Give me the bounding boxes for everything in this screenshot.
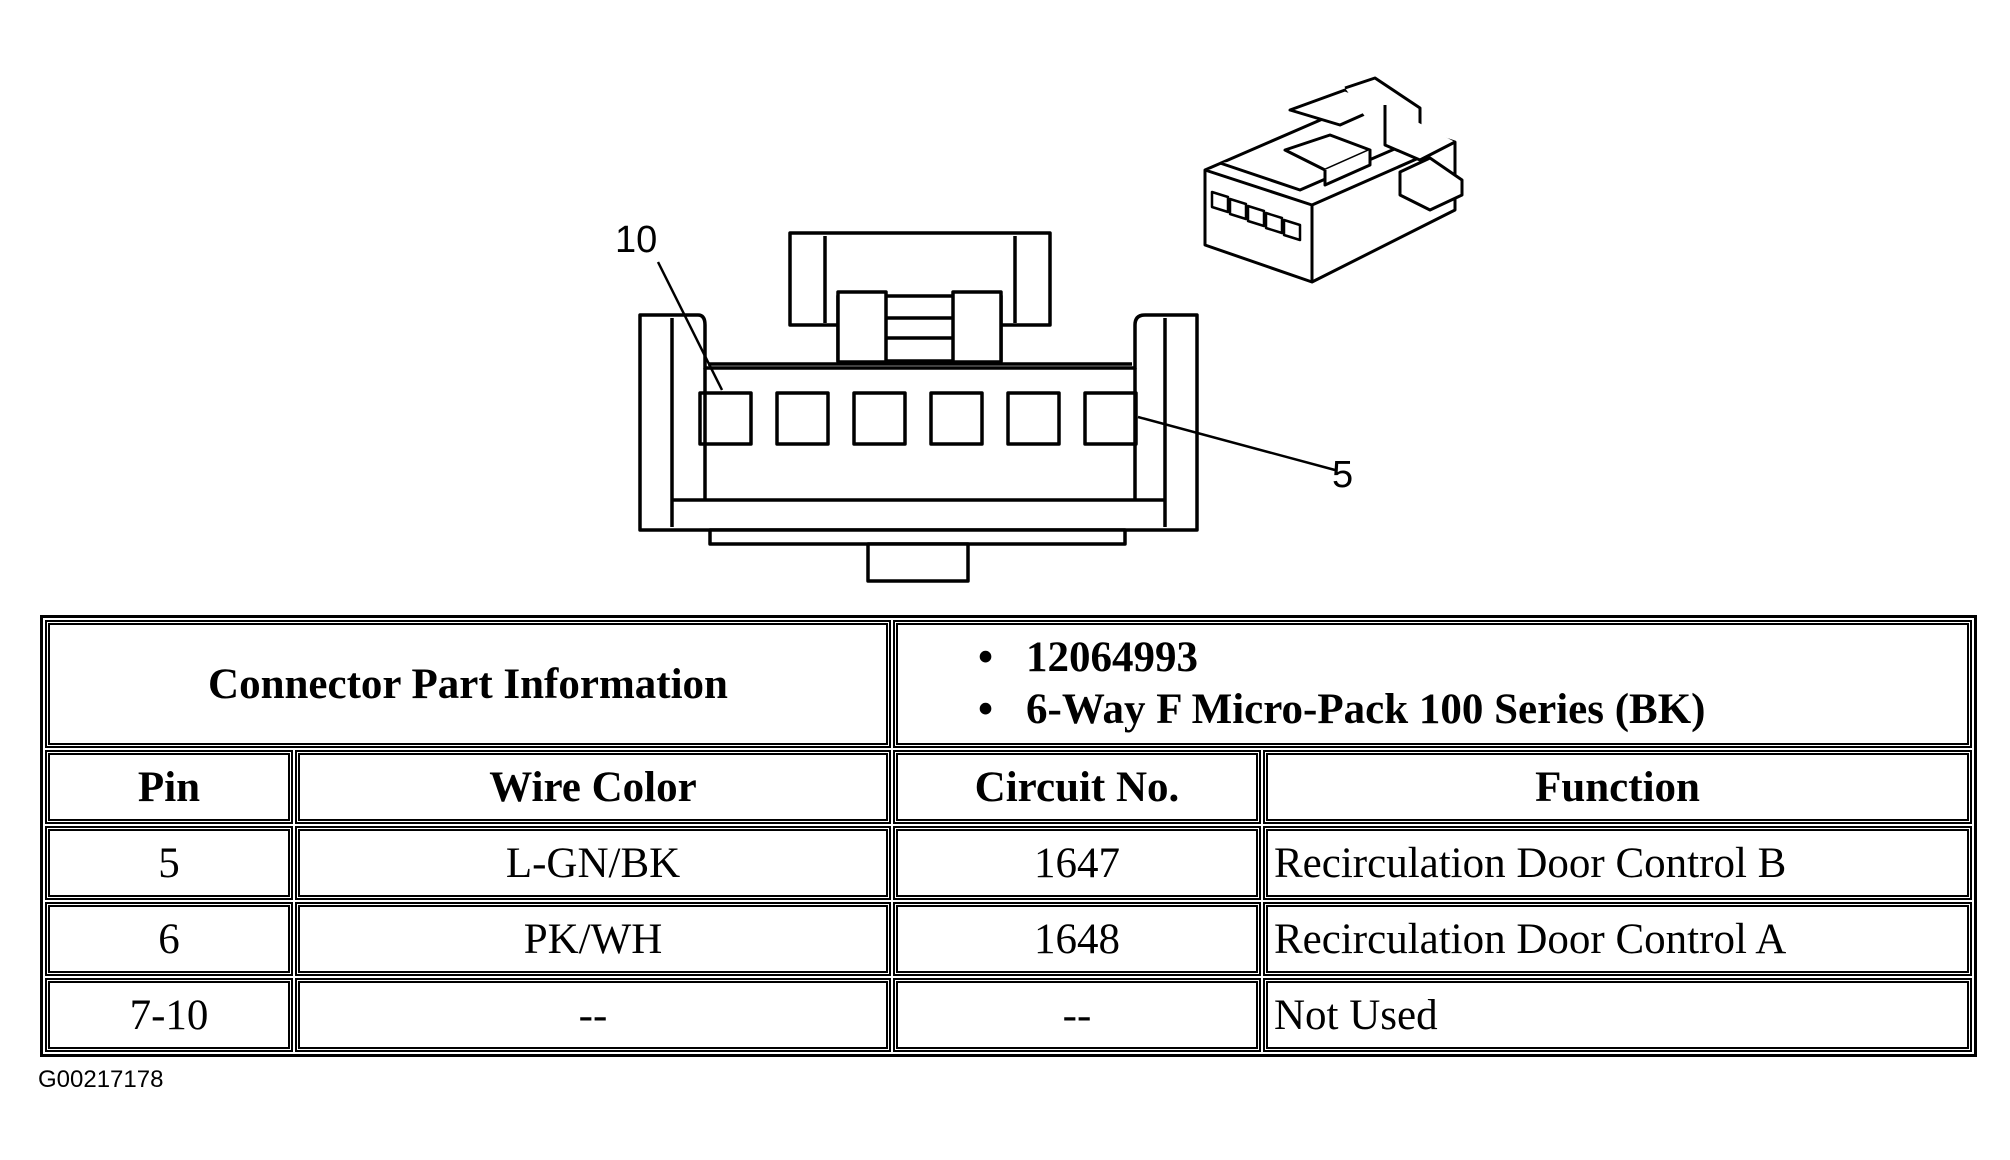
- callout-pin-5: 5: [1332, 454, 1353, 496]
- circuit-cell: --: [896, 981, 1258, 1049]
- figure-code: G00217178: [38, 1066, 164, 1093]
- connector-table-frame: Connector Part Information •12064993 •6-…: [40, 615, 1977, 1057]
- pin-cell: 5: [48, 829, 290, 898]
- function-cell: Not Used: [1266, 981, 1969, 1049]
- connector-diagram: 10 5: [615, 76, 1464, 583]
- leader-line-5: [1137, 415, 1336, 472]
- table-row: 5 L-GN/BK 1647 Recirculation Door Contro…: [48, 829, 1969, 898]
- part-info-values: •12064993 •6-Way F Micro-Pack 100 Series…: [896, 623, 1969, 746]
- function-cell: Recirculation Door Control A: [1266, 905, 1969, 974]
- connector-description: •6-Way F Micro-Pack 100 Series (BK): [978, 686, 1706, 734]
- pin-cavities: [698, 391, 1138, 446]
- connector-table: Connector Part Information •12064993 •6-…: [40, 615, 1977, 1057]
- col-header-wire-color: Wire Color: [298, 753, 888, 822]
- part-info-label: Connector Part Information: [48, 623, 888, 746]
- pin-cavity-8: [852, 391, 907, 446]
- pin-cell: 7-10: [48, 981, 290, 1049]
- col-header-circuit: Circuit No.: [896, 753, 1258, 822]
- leader-line-10: [656, 261, 724, 391]
- pin-cavity-6: [1006, 391, 1061, 446]
- table-row: 7-10 -- -- Not Used: [48, 981, 1969, 1049]
- circuit-cell: 1647: [896, 829, 1258, 898]
- col-header-pin: Pin: [48, 753, 290, 822]
- circuit-cell: 1648: [896, 905, 1258, 974]
- part-number: •12064993: [978, 634, 1198, 682]
- pin-cavity-10: [698, 391, 753, 446]
- pin-cavity-7: [929, 391, 984, 446]
- wire-color-cell: PK/WH: [298, 905, 888, 974]
- wire-color-cell: L-GN/BK: [298, 829, 888, 898]
- pin-cavity-5: [1083, 391, 1138, 446]
- connector-isometric-view: [1203, 76, 1464, 284]
- function-cell: Recirculation Door Control B: [1266, 829, 1969, 898]
- col-header-function: Function: [1266, 753, 1969, 822]
- callout-pin-10: 10: [615, 219, 657, 261]
- pin-cell: 6: [48, 905, 290, 974]
- connector-latch: [788, 231, 1052, 364]
- pin-cavity-9: [775, 391, 830, 446]
- wire-color-cell: --: [298, 981, 888, 1049]
- table-row: 6 PK/WH 1648 Recirculation Door Control …: [48, 905, 1969, 974]
- connector-housing: [638, 313, 1199, 583]
